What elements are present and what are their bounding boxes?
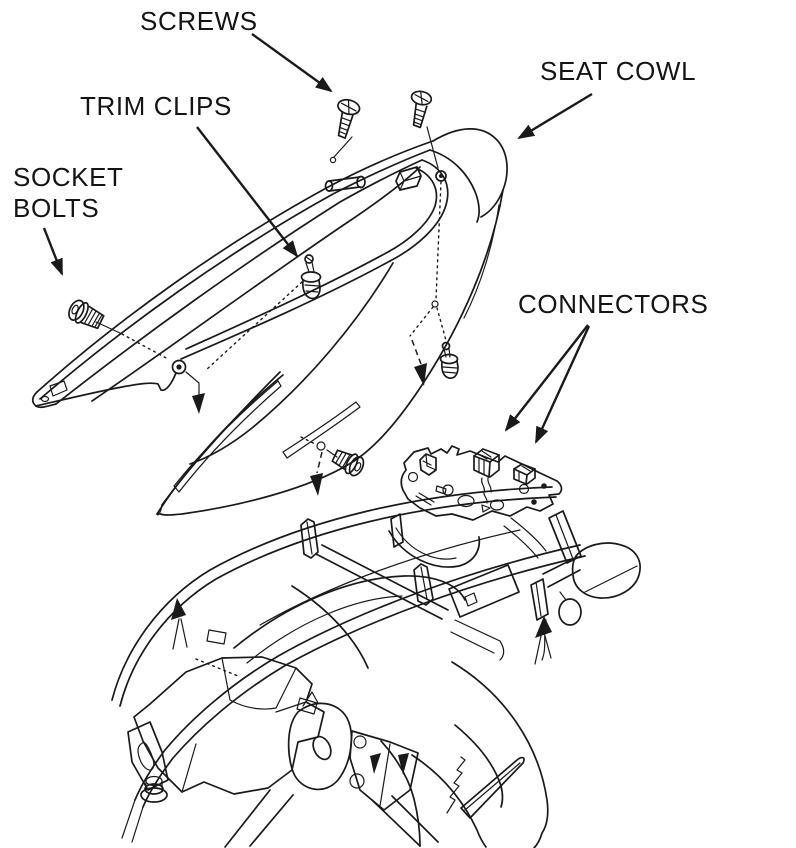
rear-bracket-plate: [400, 445, 563, 521]
trim-clip-1: [300, 254, 322, 300]
rear-wheel: [380, 661, 549, 848]
callout-screws: SCREWS: [140, 6, 258, 36]
screws-arrow: [251, 33, 333, 93]
up-arrow-left: [171, 598, 186, 620]
down-arrow-clip2: [414, 363, 427, 386]
down-arrow-bolt2: [310, 473, 323, 496]
fender-blade: [460, 756, 525, 819]
callout-connectors: CONNECTORS: [518, 289, 709, 319]
connector-1: [473, 448, 500, 504]
seat-cowl-arrow: [517, 92, 593, 140]
seat-cowl-part: [31, 128, 508, 516]
screw-2: [410, 90, 433, 129]
engine-cluster: [121, 656, 439, 848]
cowl-peg-left: [300, 518, 319, 559]
connectors-arrow-2: [534, 325, 591, 444]
lock-bracket: [395, 166, 422, 191]
callout-socket-bolts: SOCKET BOLTS: [13, 162, 124, 223]
screw-grommet-right: [435, 170, 447, 182]
fastener-leaders: [95, 126, 448, 458]
direction-arrows: [171, 339, 552, 677]
bolt-grommet-left: [171, 359, 187, 375]
up-arrow-right: [535, 616, 552, 638]
callout-seat-cowl: SEAT COWL: [540, 56, 697, 86]
trim-clip-2: [439, 341, 459, 379]
callout-trim-clips: TRIM CLIPS: [80, 91, 232, 121]
trim-clips-arrow: [196, 126, 299, 258]
callout-arrows: [42, 33, 593, 444]
flange-bolt: [140, 775, 168, 803]
connector-2: [513, 463, 536, 485]
screw-1: [337, 98, 361, 139]
seat-latch-pin: [324, 175, 366, 192]
connectors-arrow-1: [504, 324, 589, 432]
down-arrow-left-rail: [192, 393, 205, 414]
socket-bolts-arrow: [42, 227, 64, 276]
cowl-peg-right: [413, 563, 434, 606]
socket-bolt-1: [68, 299, 105, 330]
socket-bolt-2: [331, 449, 365, 477]
tread-marks: [446, 756, 466, 814]
turn-signal: [530, 542, 641, 661]
